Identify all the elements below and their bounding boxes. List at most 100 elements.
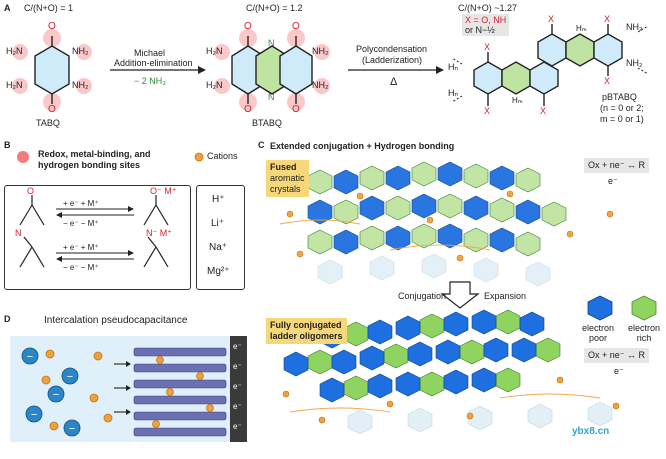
product-n-text: N⁻ M⁺ (146, 228, 172, 238)
pbtabq-x-5: X (604, 14, 611, 24)
step2-line2: (Ladderization) (362, 55, 423, 65)
x-def-line1: X = O, NH (465, 15, 507, 25)
tabq-o-top: O (48, 21, 56, 32)
svg-text:−: − (27, 351, 33, 363)
watermark: ybx8.cn (572, 426, 610, 437)
cation-li: Li⁺ (211, 218, 225, 229)
pbtabq-name: pBTABQ (602, 92, 637, 102)
pbtabq-hm-bottom: Hₘ (512, 96, 523, 105)
fused-label-box: Fused aromatic crystals (266, 160, 309, 197)
cation-marker-icon (194, 152, 204, 162)
electron-rich-label: electron rich (624, 323, 664, 343)
electron-1: e⁻ (233, 342, 242, 351)
pbtabq-x-4: X (548, 14, 555, 24)
expansion-label: Expansion (484, 291, 527, 301)
intercalation-scheme: −−−−− (21, 347, 227, 437)
pbtabq-x-3: X (540, 106, 547, 116)
rich-line2: rich (636, 333, 652, 343)
pbtabq-molecule (451, 24, 649, 106)
tabq-molecule (12, 29, 92, 111)
tabq-h2n-bottom: H₂N (6, 80, 23, 90)
conjugation-label: Conjugation (398, 291, 447, 301)
backward-bottom: − e⁻ − M⁺ (63, 263, 99, 272)
poor-line2: poor (588, 333, 607, 343)
btabq-o-top-right: O (292, 21, 300, 32)
electron-poor-label: electron poor (580, 323, 616, 343)
redox-scheme (19, 195, 169, 268)
redox-equation-top: Ox + ne⁻ ↔ R (584, 158, 650, 173)
ladder-oligomer-lattice (282, 309, 620, 435)
btabq-nh2-top: NH₂ (312, 46, 329, 56)
step1-byproduct: − 2 NH₃ (134, 76, 166, 86)
electrode (230, 336, 247, 442)
panel-a-label: A (4, 3, 11, 13)
ladder-label-box: Fully conjugated ladder oligomers (266, 318, 347, 344)
electron-poor-icon (587, 295, 613, 321)
ratio-pbtabq: C/(N+O) ~1.27 (458, 3, 518, 13)
step1-line2: Addition-elimination (114, 58, 193, 68)
product-n: N⁻ M⁺ (146, 228, 172, 239)
svg-text:−: − (53, 389, 59, 401)
tabq-nh2-bottom: NH₂ (72, 80, 89, 90)
panel-b-label: B (4, 140, 11, 150)
tabq-name: TABQ (36, 118, 60, 128)
fused-line2: aromatic (270, 173, 305, 183)
ladder-line2: ladder oligomers (270, 331, 343, 341)
cation-h: H⁺ (212, 194, 225, 205)
panel-a-structures (12, 24, 649, 111)
step2-delta: Δ (390, 76, 398, 88)
pbtabq-nh2-top: NH₂ (626, 22, 643, 32)
tabq-o-bottom: O (48, 104, 56, 115)
svg-text:−: − (69, 423, 75, 435)
btabq-o-top-left: O (244, 21, 252, 32)
ratio-btabq: C/(N+O) = 1.2 (246, 3, 303, 13)
backward-top: − e⁻ − M⁺ (63, 219, 99, 228)
forward-bottom: + e⁻ + M⁺ (63, 243, 99, 252)
reactant-o: O (27, 186, 35, 196)
fused-line1: Fused (270, 162, 297, 172)
cation-na: Na⁺ (209, 242, 228, 253)
pbtabq-hn-bottom: Hₙ (448, 88, 459, 98)
btabq-h2n-bottom: H₂N (206, 80, 223, 90)
electron-5: e⁻ (233, 422, 242, 431)
panel-c-label: C (258, 140, 265, 150)
tabq-h2n-top: H₂N (6, 46, 23, 56)
step1-line1: Michael (134, 48, 166, 58)
electron-4: e⁻ (233, 402, 242, 411)
panel-c-title: Extended conjugation + Hydrogen bonding (270, 141, 455, 151)
btabq-name: BTABQ (252, 118, 282, 128)
rich-line1: electron (627, 323, 661, 333)
sites-line1: Redox, metal-binding, and (38, 149, 151, 159)
step2-line1: Polycondensation (356, 44, 428, 54)
btabq-nh2-bottom: NH₂ (312, 80, 329, 90)
forward-top: + e⁻ + M⁺ (63, 199, 99, 208)
btabq-molecule (214, 29, 330, 111)
x-def-line2: or N−½ (465, 25, 495, 35)
fused-crystal-lattice (279, 161, 614, 287)
cations-label: Cations (207, 151, 238, 161)
ladder-line1: Fully conjugated (270, 320, 342, 330)
conjugation-lattices (279, 161, 657, 435)
cation-mg: Mg²⁺ (207, 266, 230, 277)
btabq-n-bottom: N (268, 92, 275, 102)
fused-line3: crystals (270, 184, 301, 194)
sites-line2: hydrogen bonding sites (38, 160, 141, 170)
redox-scheme-box (4, 185, 191, 290)
electron-label-bottom: e⁻ (614, 366, 624, 376)
btabq-o-bottom-right: O (292, 104, 300, 115)
product-o: O⁻ M⁺ (150, 186, 177, 197)
btabq-n-top: N (268, 38, 275, 48)
ratio-tabq: C/(N+O) = 1 (24, 3, 74, 13)
svg-text:−: − (67, 371, 73, 383)
svg-text:−: − (31, 409, 37, 421)
pbtabq-x-1: X (484, 42, 491, 52)
pbtabq-x-2: X (484, 106, 491, 116)
site-marker-icon (17, 151, 29, 163)
tabq-nh2-top: NH₂ (72, 46, 89, 56)
pbtabq-n: (n = 0 or 2; (600, 103, 644, 113)
pbtabq-hn-top: Hₙ (448, 62, 459, 72)
pbtabq-m: m = 0 or 1) (600, 114, 644, 124)
panel-d-title: Intercalation pseudocapacitance (44, 315, 188, 326)
redox-equation-bottom: Ox + ne⁻ ↔ R (584, 348, 650, 363)
